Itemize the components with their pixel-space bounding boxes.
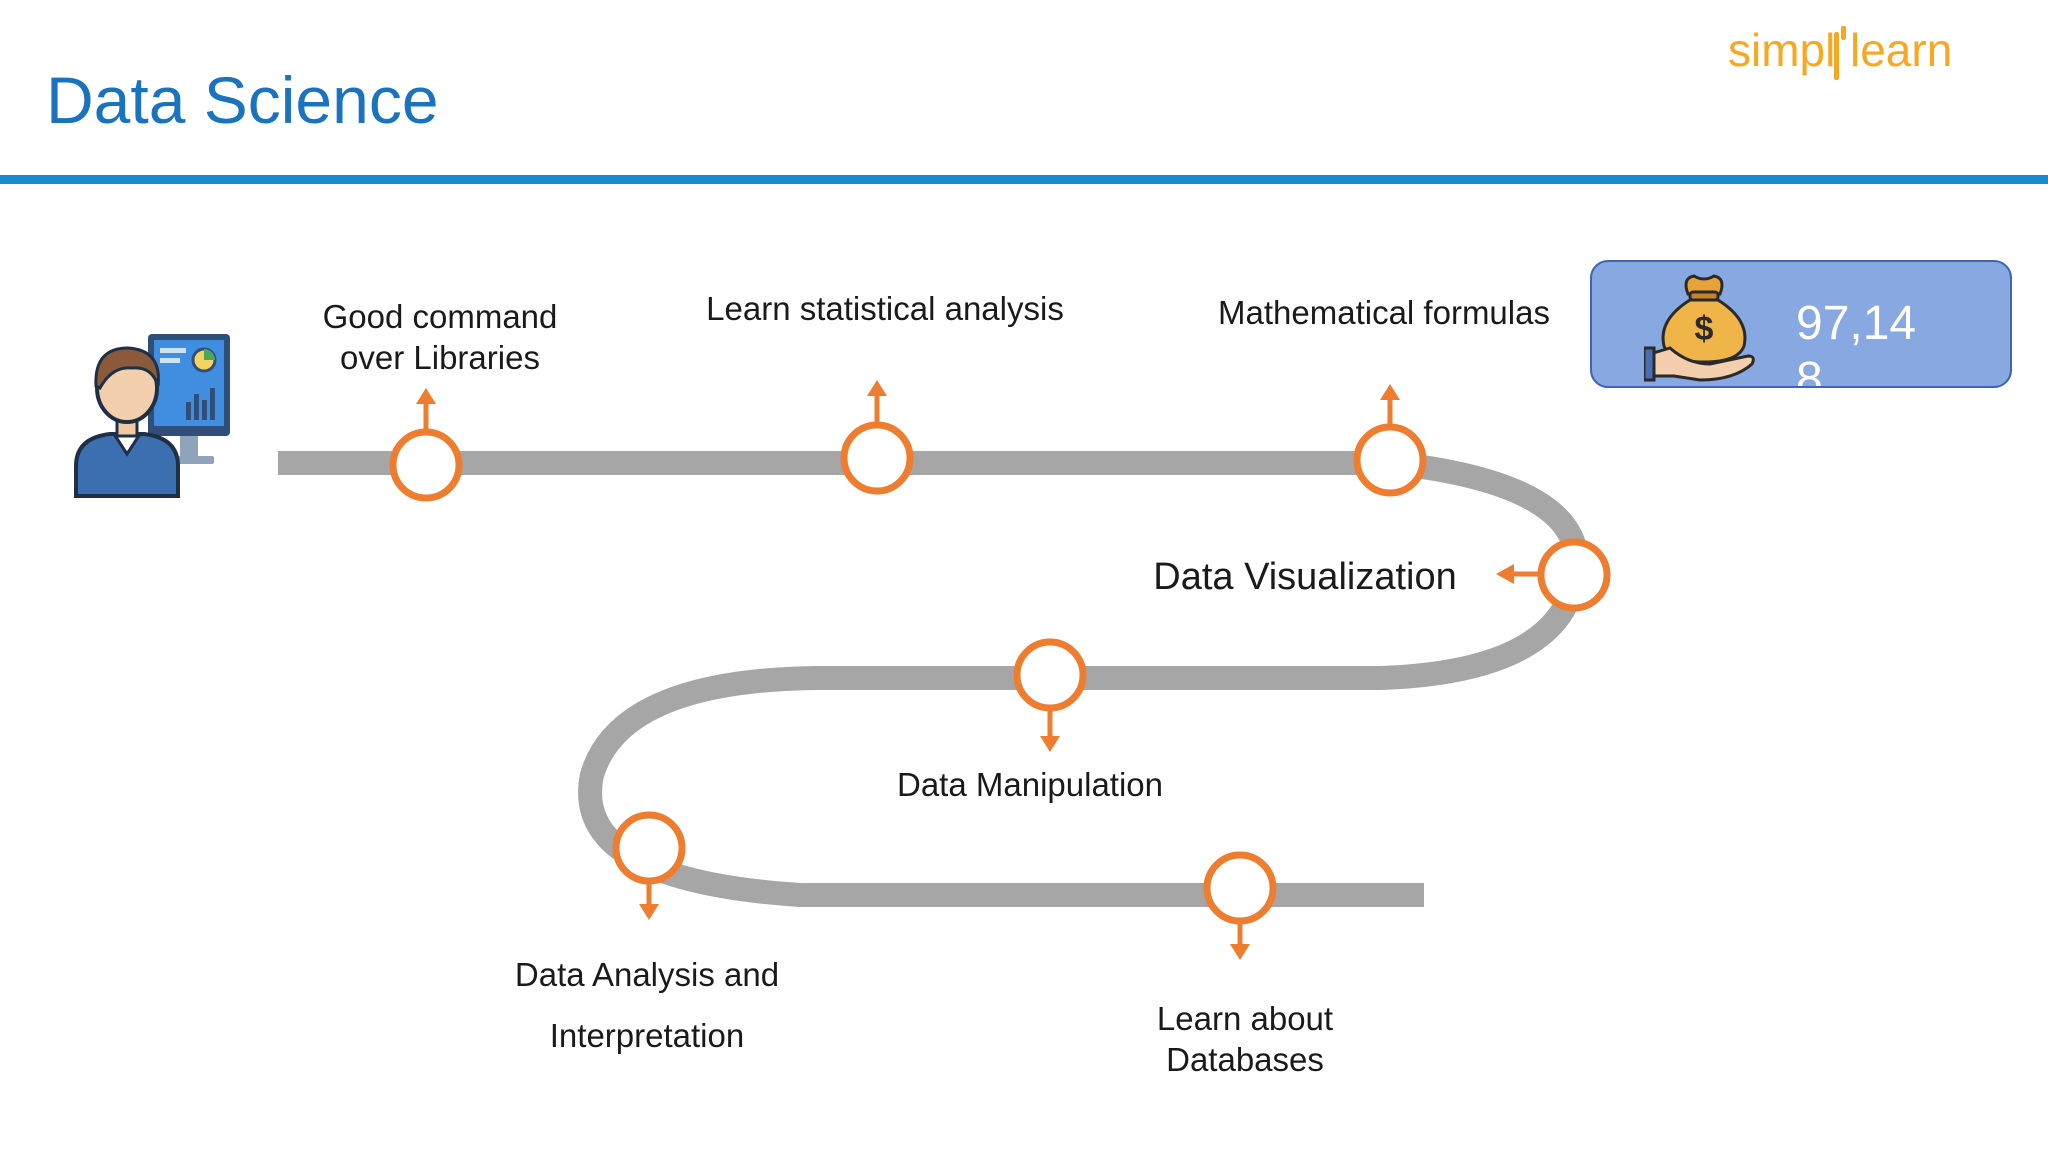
milestone-visualization (1496, 538, 1611, 612)
data-scientist-monitor-icon (74, 334, 230, 498)
label-visualization: Data Visualization (1153, 556, 1457, 598)
milestone-analysis (612, 811, 686, 920)
milestone-databases (1203, 851, 1277, 960)
title-divider (0, 175, 2048, 184)
svg-text:$: $ (1695, 310, 1714, 348)
label-databases: Learn about Databases (1120, 998, 1370, 1080)
milestone-math (1353, 384, 1427, 497)
label-libraries-line2: over Libraries (340, 339, 540, 376)
logo-text-right: learn (1850, 24, 1952, 76)
milestone-manipulation (1013, 638, 1087, 752)
label-analysis-line2: Interpretation (549, 1017, 745, 1054)
milestone-statistics (840, 380, 914, 495)
label-databases-line2: Databases (1166, 1041, 1324, 1078)
label-libraries-line1: Good command (322, 298, 558, 335)
salary-value: 97,148 (1796, 297, 1917, 388)
milestone-libraries (389, 388, 463, 502)
label-statistics: Learn statistical analysis (706, 290, 1064, 327)
label-analysis-line1: Data Analysis and (514, 956, 780, 993)
page-title: Data Science (46, 63, 439, 137)
label-libraries: Good command over Libraries (300, 296, 580, 378)
salary-box: $ 97,148 (1590, 260, 2012, 388)
label-manipulation: Data Manipulation (897, 766, 1163, 803)
money-bag-hand-icon: $ (1644, 274, 1755, 382)
label-analysis: Data Analysis and Interpretation (482, 944, 812, 1066)
simplilearn-logo: simpl learn (1728, 24, 1952, 80)
label-databases-line1: Learn about (1156, 1000, 1334, 1037)
logo-text-left: simpl (1728, 24, 1835, 76)
label-math: Mathematical formulas (1218, 294, 1550, 331)
